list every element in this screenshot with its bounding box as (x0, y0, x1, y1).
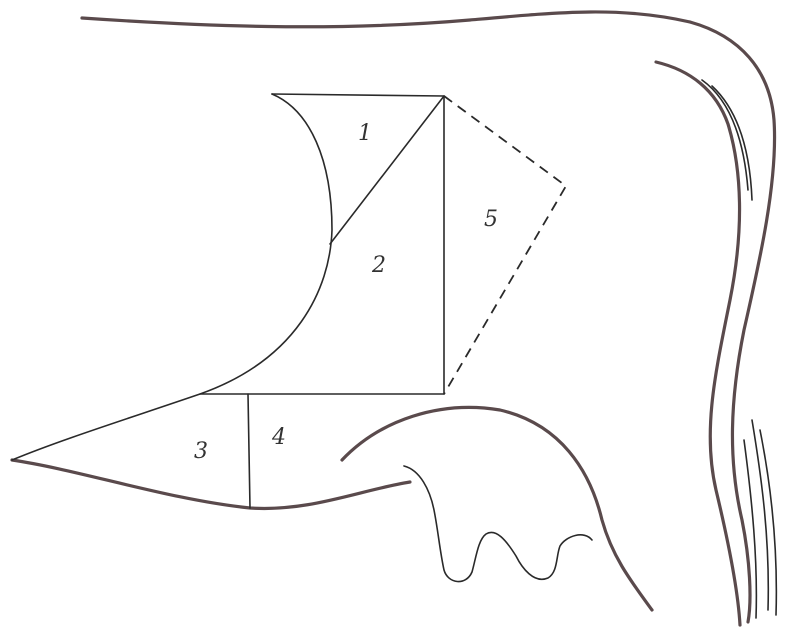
udder-outline (342, 407, 652, 610)
belly-outline (12, 460, 410, 508)
flank-curve (12, 94, 332, 460)
back-outline (82, 12, 690, 27)
region-label-2: 2 (371, 253, 386, 278)
tail-hair-3 (752, 420, 768, 610)
region-diagonal-line (330, 96, 444, 244)
region-label-1: 1 (358, 121, 372, 146)
region-divider-3-4 (248, 394, 250, 508)
region-label-3: 3 (194, 439, 208, 464)
region-5-dashed-outline (444, 96, 566, 394)
region-label-4: 4 (271, 425, 286, 450)
tail-outline (656, 62, 740, 625)
region-label-5: 5 (484, 207, 498, 232)
udder-front-outline (404, 466, 592, 582)
region-top-line (272, 94, 444, 96)
